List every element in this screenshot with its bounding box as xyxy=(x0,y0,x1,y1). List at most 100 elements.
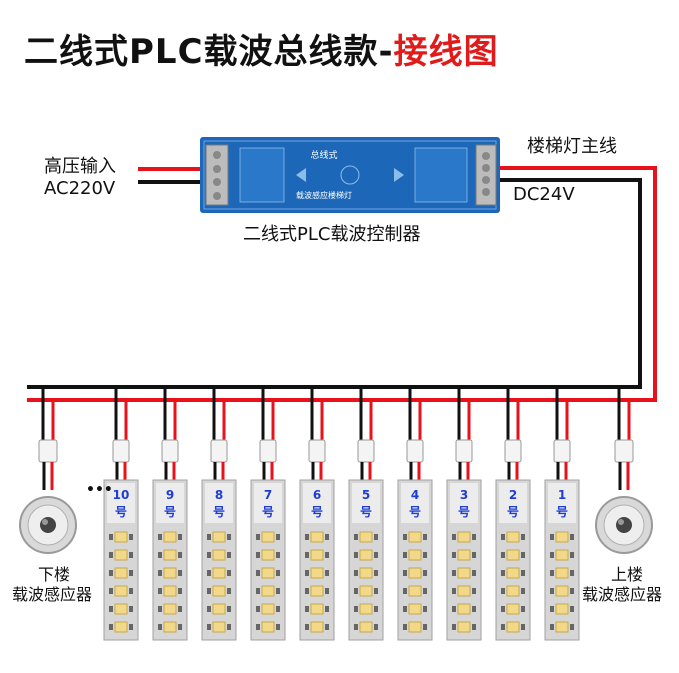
led-resistor xyxy=(276,552,280,558)
strip-number-unit: 号 xyxy=(311,504,323,519)
led-resistor xyxy=(472,624,476,630)
led-resistor xyxy=(305,606,309,612)
strip-number: 9 xyxy=(166,488,174,502)
label-sensor-down-1: 下楼 xyxy=(38,565,71,584)
strip-connector xyxy=(161,439,179,463)
led-resistor xyxy=(109,534,113,540)
led-resistor xyxy=(374,534,378,540)
led-strip-1: 1号 xyxy=(544,387,580,641)
led-resistor xyxy=(472,570,476,576)
strip-number: 2 xyxy=(509,488,517,502)
strip-connector xyxy=(112,439,130,463)
led-resistor xyxy=(452,570,456,576)
led-chip xyxy=(310,549,324,561)
led-resistor xyxy=(158,534,162,540)
led-strip-6: 6号 xyxy=(299,387,335,641)
led-resistor xyxy=(256,534,260,540)
led-resistor xyxy=(521,534,525,540)
strip-number-unit: 号 xyxy=(507,504,519,519)
more-strips-ellipsis: ••• xyxy=(86,482,113,498)
led-resistor xyxy=(129,570,133,576)
strip-connector xyxy=(455,439,473,463)
led-chip xyxy=(212,585,226,597)
led-resistor xyxy=(403,570,407,576)
led-resistor xyxy=(256,570,260,576)
led-resistor xyxy=(305,570,309,576)
led-resistor xyxy=(374,624,378,630)
led-chip xyxy=(408,549,422,561)
led-resistor xyxy=(403,534,407,540)
strip-number: 6 xyxy=(313,488,321,502)
led-chip xyxy=(555,567,569,579)
led-resistor xyxy=(570,588,574,594)
led-strip-4: 4号 xyxy=(397,387,433,641)
led-resistor xyxy=(501,534,505,540)
led-chip xyxy=(506,621,520,633)
led-resistor xyxy=(207,534,211,540)
strip-connector xyxy=(259,439,277,463)
strip-label-area xyxy=(107,483,135,523)
led-resistor xyxy=(276,624,280,630)
strip-number: 1 xyxy=(558,488,566,502)
led-resistor xyxy=(423,624,427,630)
led-chip xyxy=(555,585,569,597)
main-line-red xyxy=(27,166,657,402)
main-line-black xyxy=(27,178,642,389)
led-resistor xyxy=(158,570,162,576)
strip-connector xyxy=(406,439,424,463)
strip-label-area xyxy=(205,483,233,523)
strip-label-area xyxy=(401,483,429,523)
led-resistor xyxy=(354,606,358,612)
led-chip xyxy=(212,531,226,543)
led-chip xyxy=(408,603,422,615)
led-resistor xyxy=(207,570,211,576)
led-resistor xyxy=(256,588,260,594)
led-chip xyxy=(212,549,226,561)
led-resistor xyxy=(403,624,407,630)
strip-number: 8 xyxy=(215,488,223,502)
led-resistor xyxy=(403,552,407,558)
led-chip xyxy=(359,585,373,597)
led-resistor xyxy=(158,588,162,594)
led-resistor xyxy=(452,624,456,630)
strip-number-unit: 号 xyxy=(360,504,372,519)
led-resistor xyxy=(178,552,182,558)
label-controller-name: 二线式PLC载波控制器 xyxy=(243,224,421,245)
led-resistor xyxy=(158,624,162,630)
led-chip xyxy=(310,585,324,597)
led-resistor xyxy=(178,624,182,630)
label-ac220v: AC220V xyxy=(44,178,116,199)
led-resistor xyxy=(501,624,505,630)
led-chip xyxy=(555,603,569,615)
led-resistor xyxy=(452,552,456,558)
led-chip xyxy=(212,621,226,633)
output-terminal-block xyxy=(475,144,497,206)
strip-label-area xyxy=(156,483,184,523)
led-chip xyxy=(261,531,275,543)
title-main: 二线式PLC载波总线款- xyxy=(24,32,394,72)
strip-connector xyxy=(210,439,228,463)
led-resistor xyxy=(501,570,505,576)
controller-line2: 载波感应楼梯灯 xyxy=(296,190,352,200)
led-chip xyxy=(310,621,324,633)
led-resistor xyxy=(374,552,378,558)
led-strip-8: 8号 xyxy=(201,387,237,641)
led-chip xyxy=(359,531,373,543)
led-resistor xyxy=(305,624,309,630)
led-chip xyxy=(506,531,520,543)
controller-line1: 总线式 xyxy=(310,149,337,161)
led-resistor xyxy=(521,588,525,594)
led-chip xyxy=(506,603,520,615)
input-terminal-block xyxy=(205,144,229,206)
led-chip xyxy=(408,531,422,543)
led-resistor xyxy=(129,624,133,630)
led-resistor xyxy=(325,624,329,630)
led-resistor xyxy=(276,534,280,540)
led-chip xyxy=(261,603,275,615)
led-resistor xyxy=(521,570,525,576)
led-resistor xyxy=(501,606,505,612)
led-resistor xyxy=(158,606,162,612)
led-chip xyxy=(310,603,324,615)
